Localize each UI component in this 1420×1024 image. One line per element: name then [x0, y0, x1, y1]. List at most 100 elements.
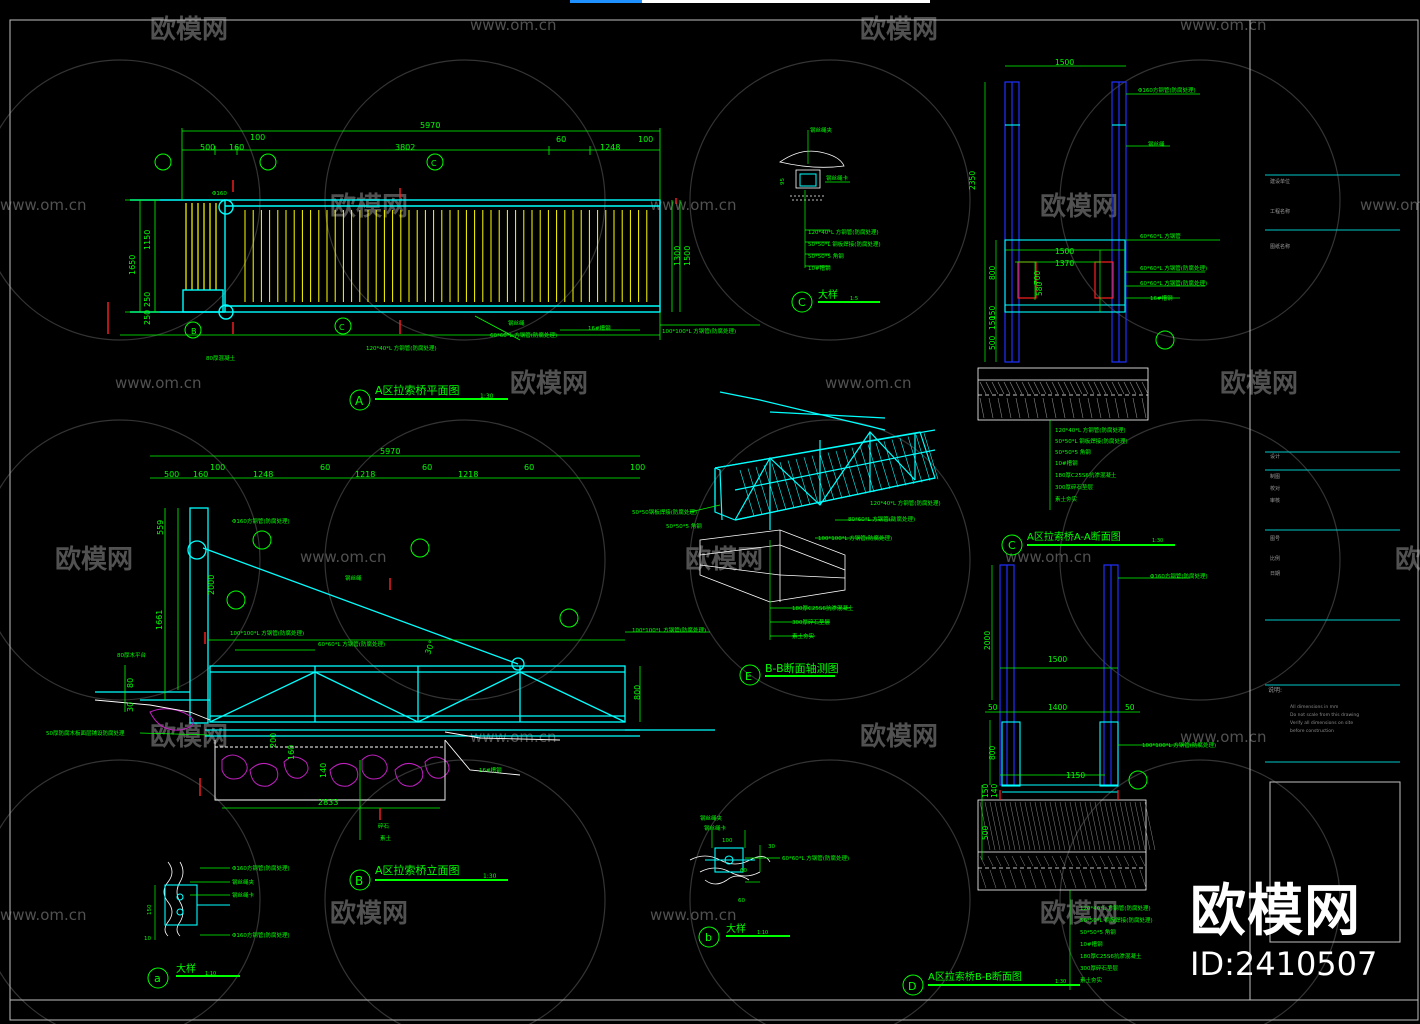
elevation-marker: B: [355, 874, 363, 888]
elevation-label: 60*60*L 方钢管(防腐处理): [318, 640, 385, 648]
elevation-dimension: 60: [422, 463, 432, 472]
section-aa-label: 10#槽钢: [1055, 459, 1078, 467]
section-aa-label: 180厚C25S6抗渗混凝土: [1055, 471, 1117, 479]
iso-label: 100*100*L 方钢管(防腐处理): [818, 534, 892, 542]
plan-section-bubble: C: [431, 159, 437, 168]
elevation-label: 80厚木平台: [117, 651, 146, 659]
plan-dimension: 250: [143, 310, 152, 325]
elevation-dimension: 1218: [355, 470, 375, 479]
detail-c-marker: C: [798, 296, 806, 309]
iso-label: 180厚C25S6抗渗混凝土: [792, 604, 854, 612]
iso-marker: E: [745, 670, 752, 683]
watermark-url: www.om.cn: [825, 374, 912, 392]
section-aa-label: 50*50*5 角钢: [1055, 448, 1091, 456]
plan-dimension: 500: [200, 143, 215, 152]
title-block-row: 制图: [1270, 473, 1280, 480]
section-aa-label: 60*60*L 方钢管(防腐处理): [1140, 264, 1207, 272]
watermark-url: www.om.cn: [650, 906, 737, 924]
section-bb-label: 100*100*L 方钢管(防腐处理): [1142, 741, 1216, 749]
title-block-row: 校对: [1270, 485, 1280, 492]
watermark-url: www.om.cn: [1180, 728, 1267, 746]
elevation-title: A区拉索桥立面图: [375, 863, 460, 877]
iso-label: 300厚碎石垫层: [792, 618, 830, 626]
title-block-row: 建设单位: [1270, 178, 1290, 185]
elevation-dimension: 30: [126, 702, 135, 712]
section-aa-marker: C: [1008, 539, 1016, 552]
plan-label: 100*100*L 方钢管(防腐处理): [662, 327, 736, 335]
plan-label: 80厚混凝土: [206, 354, 235, 362]
detail-b-title: 大样: [726, 922, 746, 935]
notes-title: 说明:: [1268, 686, 1282, 694]
plan-dimension: 100: [638, 135, 653, 144]
title-block-note: before construction: [1290, 728, 1334, 734]
section-aa-dimension: 800: [988, 265, 997, 280]
watermark-layer: 欧模网欧模网欧模网欧模网欧模网欧模网欧模网欧模网欧模网欧模网欧模网欧模网欧模网 …: [0, 14, 1420, 1024]
title-block-note: Do not scale from this drawing: [1290, 712, 1359, 718]
title-block-row: 设计: [1270, 453, 1280, 460]
brand-name: 欧模网: [1190, 879, 1361, 944]
title-block-row: 日期: [1270, 571, 1280, 577]
detail-c-label: 50*50*5 角钢: [808, 252, 844, 260]
section-bb-label: 50*50*5 角钢: [1080, 928, 1116, 936]
section-aa-label: 素土夯实: [1055, 495, 1078, 503]
section-bb-dimension: 1150: [1066, 771, 1085, 780]
watermark-brand: 欧模网: [1395, 544, 1420, 575]
elevation-dimension: 160: [193, 470, 208, 479]
watermark-brand: 欧模网: [860, 14, 938, 45]
section-bb-label: 素土夯实: [1080, 976, 1103, 984]
elevation-dimension: 200: [269, 733, 278, 748]
section-aa-label: 300厚碎石垫层: [1055, 483, 1093, 491]
section-aa-dimension: 1500: [1055, 247, 1074, 256]
detail-a-title: 大样: [176, 962, 196, 975]
section-bb-label: 180厚C25S6抗渗混凝土: [1080, 952, 1142, 960]
elevation-dimension: 2000: [207, 575, 216, 595]
detail-b-marker: b: [705, 931, 712, 944]
section-aa-label: 50*50*L 钢板焊接(防腐处理): [1055, 437, 1128, 445]
section-aa-dimension: 2350: [968, 171, 977, 190]
detail-a-label: Φ160方钢管(防腐处理): [232, 931, 290, 939]
watermark-url: www.om.cn: [0, 196, 87, 214]
detail-a-scale: 1:10: [205, 971, 216, 977]
plan-dimension: 5970: [420, 121, 440, 130]
plan-dimension: 1500: [683, 246, 692, 266]
watermark-brand: 欧模网: [1040, 191, 1118, 222]
section-aa-dimension: 1500: [1055, 58, 1074, 67]
watermark-url: www.om.cn: [115, 374, 202, 392]
section-aa-dimension: 1370: [1055, 259, 1074, 268]
section-aa-title: A区拉索桥A-A断面图: [1027, 530, 1121, 543]
detail-a-label: Φ160方钢管(防腐处理): [232, 864, 290, 872]
section-aa-dimension: 150: [988, 315, 997, 330]
elevation-dimension: 500: [164, 470, 179, 479]
watermark-brand: 欧模网: [860, 721, 938, 752]
detail-b-label: 钢丝绳夹: [700, 814, 723, 822]
detail-a-dimension: 150: [147, 904, 153, 915]
elevation-dimension: 60: [524, 463, 534, 472]
watermark-url: www.om.cn: [0, 906, 87, 924]
brand-badge: 欧模网 ID:2410507: [1190, 880, 1390, 984]
iso-title: B-B断面轴测图: [765, 661, 839, 675]
watermark-url: www.om.cn: [1005, 548, 1092, 566]
detail-c-title: 大样: [818, 288, 838, 301]
plan-marker: A: [355, 394, 364, 408]
plan-label: 60*60*L 方钢管(防腐处理): [490, 331, 557, 339]
elevation-dimension: 140: [319, 763, 328, 778]
plan-marker-circle: [349, 389, 371, 411]
elevation-dimension: 100: [210, 463, 225, 472]
elevation-label: 碎石: [378, 822, 390, 830]
section-bb-dimension: 1400: [1048, 703, 1067, 712]
plan-scale: 1:30: [480, 393, 494, 400]
watermark-brand: 欧模网: [510, 368, 588, 399]
plan-dimension: 3802: [395, 143, 415, 152]
plan-dimension: 250: [143, 292, 152, 307]
elevation-dimension: 1661: [155, 610, 164, 630]
section-bb-label: Φ160方钢管(防腐处理): [1150, 572, 1208, 580]
plan-dimension: 60: [556, 135, 566, 144]
section-bb-scale: 1:30: [1055, 979, 1066, 985]
section-bb-dimension: 140: [990, 783, 999, 798]
watermark-url: www.om.cn: [650, 196, 737, 214]
section-bb-dimension: 150: [981, 783, 990, 798]
detail-c-label: 120*40*L 方钢管(防腐处理): [808, 228, 879, 236]
